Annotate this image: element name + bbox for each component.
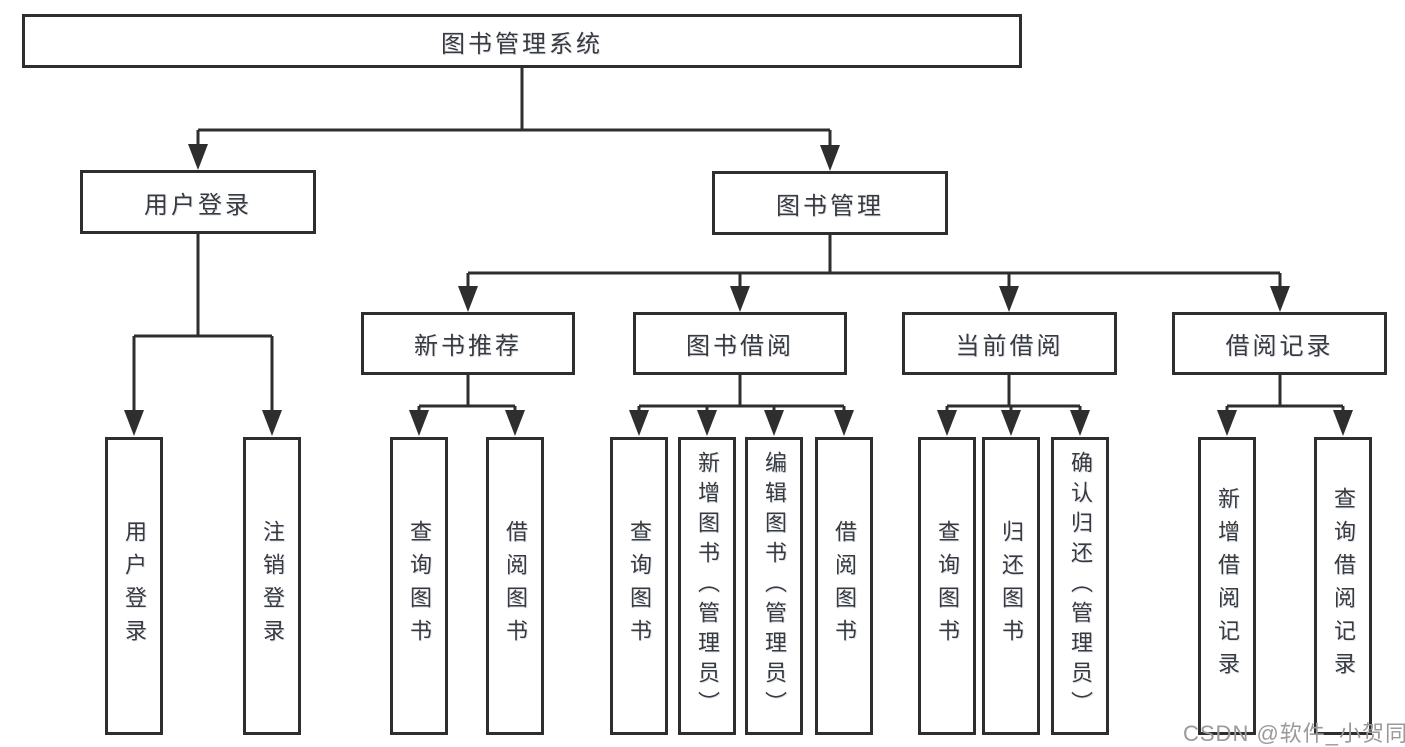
node-label: 用户登录 <box>144 191 252 219</box>
node-book-management: 图书管理 <box>712 171 948 235</box>
node-label: 用户登录 <box>122 520 147 652</box>
leaf-query-books-borrowing: 查询图书 <box>610 437 668 735</box>
node-label: 编辑图书（管理员） <box>762 451 787 721</box>
node-label: 新增图书（管理员） <box>695 451 720 721</box>
node-label: 注销登录 <box>260 520 285 652</box>
node-label: 当前借阅 <box>955 333 1064 360</box>
leaf-return-books: 归还图书 <box>982 437 1040 735</box>
node-label: 图书管理系统 <box>441 30 603 58</box>
node-library-system: 图书管理系统 <box>22 14 1022 68</box>
leaf-logout: 注销登录 <box>243 437 301 735</box>
node-label: 图书借阅 <box>686 333 794 360</box>
node-borrowing-records: 借阅记录 <box>1172 312 1387 375</box>
node-label: 借阅图书 <box>832 520 857 652</box>
leaf-query-borrow-record: 查询借阅记录 <box>1314 437 1372 735</box>
csdn-watermark: CSDN @软件_小贺同学 <box>1183 721 1405 746</box>
node-label: 确认归还（管理员） <box>1068 451 1093 721</box>
leaf-add-books-admin: 新增图书（管理员） <box>678 437 736 735</box>
node-new-book-recommendation: 新书推荐 <box>361 312 575 375</box>
node-label: 借阅记录 <box>1225 333 1334 360</box>
node-book-borrowing: 图书借阅 <box>633 312 847 375</box>
node-label: 借阅图书 <box>503 520 528 652</box>
node-label: 新书推荐 <box>414 333 522 360</box>
node-current-borrowing: 当前借阅 <box>902 312 1117 375</box>
node-label: 查询借阅记录 <box>1331 487 1356 685</box>
leaf-confirm-return-admin: 确认归还（管理员） <box>1051 437 1109 735</box>
leaf-borrow-books-borrowing: 借阅图书 <box>815 437 873 735</box>
node-label: 归还图书 <box>999 520 1024 652</box>
node-label: 查询图书 <box>627 520 652 652</box>
node-user-login: 用户登录 <box>80 170 316 234</box>
node-label: 查询图书 <box>407 520 432 652</box>
leaf-add-borrow-record: 新增借阅记录 <box>1198 437 1256 735</box>
node-label: 新增借阅记录 <box>1215 487 1240 685</box>
node-label: 图书管理 <box>776 192 884 220</box>
leaf-borrow-books-recommend: 借阅图书 <box>486 437 544 735</box>
leaf-query-books-recommend: 查询图书 <box>390 437 448 735</box>
leaf-user-login: 用户登录 <box>105 437 163 735</box>
leaf-edit-books-admin: 编辑图书（管理员） <box>745 437 803 735</box>
leaf-query-books-current: 查询图书 <box>918 437 976 735</box>
node-label: 查询图书 <box>935 520 960 652</box>
